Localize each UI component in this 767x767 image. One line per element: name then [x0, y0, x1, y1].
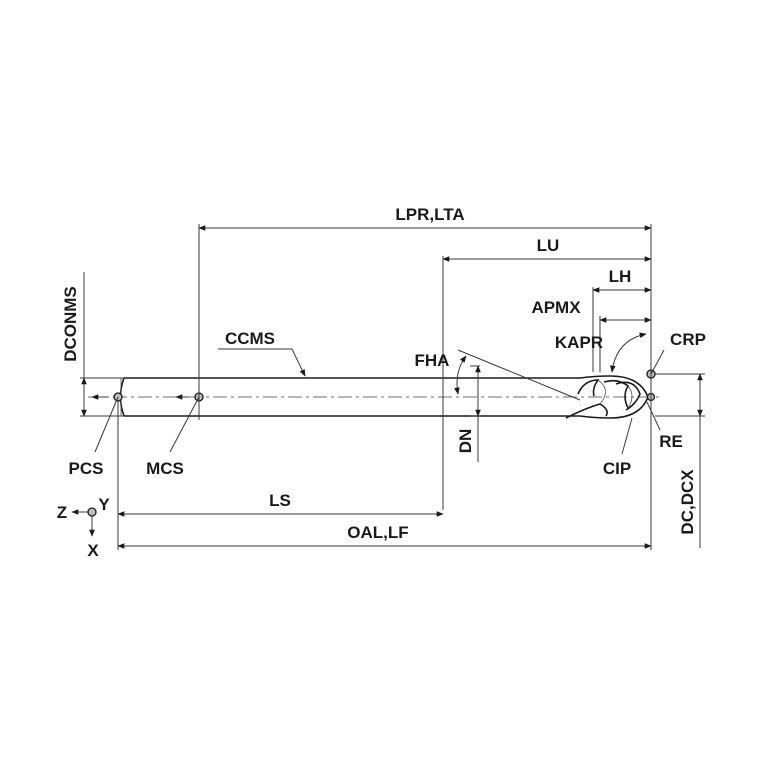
kapr-angle-arc	[610, 332, 647, 373]
ccms-leader	[218, 348, 306, 377]
ccms-label: CCMS	[225, 329, 275, 348]
axis-y-label: Y	[98, 495, 110, 514]
extension-lines	[80, 224, 705, 550]
axis-z-label: Z	[57, 503, 67, 522]
lu-label: LU	[537, 236, 560, 255]
lh-label: LH	[609, 267, 632, 286]
lpr-lta-label: LPR,LTA	[395, 205, 464, 224]
coordinate-axes: Z Y X	[57, 495, 111, 560]
crp-label: CRP	[670, 330, 706, 349]
re-leader	[646, 401, 661, 431]
pcs-label: PCS	[69, 459, 104, 478]
re-label: RE	[659, 432, 683, 451]
pcs-leader	[94, 396, 119, 453]
cip-leader	[621, 417, 633, 455]
mcs-leader	[169, 396, 200, 453]
fha-label: FHA	[415, 351, 450, 370]
mcs-label: MCS	[146, 459, 184, 478]
tool-body	[88, 375, 660, 419]
apmx-label: APMX	[531, 298, 581, 317]
kapr-label: KAPR	[555, 333, 603, 352]
axis-origin-point	[87, 507, 97, 517]
fha-angle-arc	[454, 355, 467, 395]
axis-x-label: X	[87, 541, 99, 560]
dn-label: DN	[456, 429, 475, 454]
cip-label: CIP	[603, 459, 631, 478]
crp-leader	[650, 349, 665, 375]
fha-helix-line	[457, 349, 581, 401]
dconms-label: DCONMS	[61, 286, 80, 362]
dc-dcx-label: DC,DCX	[678, 469, 697, 535]
ls-label: LS	[269, 491, 291, 510]
oal-lf-label: OAL,LF	[347, 523, 408, 542]
shank-outline	[124, 377, 580, 417]
